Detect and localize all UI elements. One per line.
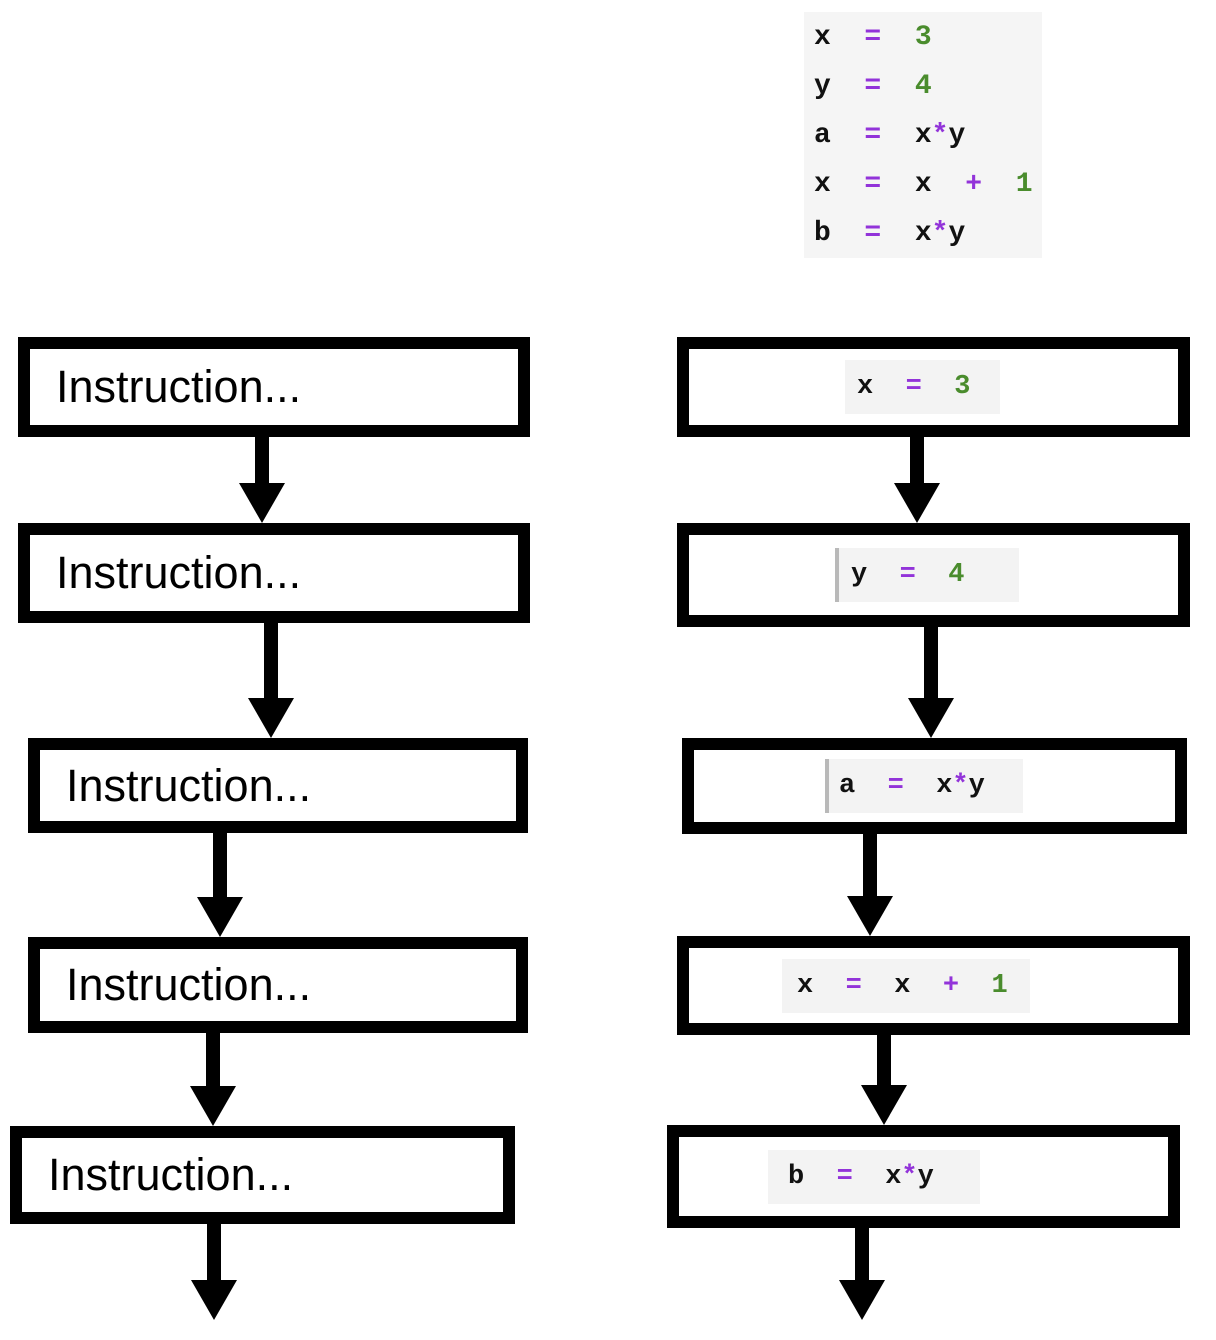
statement-box: x = x + 1	[677, 936, 1190, 1035]
down-arrow	[839, 1228, 885, 1320]
code-line: x = 3	[814, 22, 932, 53]
code-snippet: a = x*y	[825, 759, 1023, 813]
arrow-stem	[206, 1033, 220, 1086]
code-snippet: b = x*y	[768, 1149, 980, 1204]
instruction-label: Instruction...	[66, 959, 312, 1010]
arrow-head-icon	[239, 483, 285, 523]
code-text: y = 4	[851, 560, 965, 590]
arrow-stem	[863, 834, 877, 896]
arrow-stem	[910, 437, 924, 483]
instruction-box: Instruction...	[18, 523, 530, 623]
arrow-head-icon	[190, 1086, 236, 1126]
down-arrow	[847, 834, 893, 936]
arrow-stem	[255, 437, 269, 483]
statement-box: x = 3	[677, 337, 1190, 437]
code-snippet: x = x + 1	[782, 958, 1030, 1013]
code-text: b = x*y	[788, 1161, 934, 1192]
instruction-box: Instruction...	[28, 937, 528, 1033]
arrow-head-icon	[861, 1085, 907, 1125]
arrow-head-icon	[248, 698, 294, 738]
code-text: a = x*y	[839, 771, 985, 801]
down-arrow	[908, 627, 954, 738]
instruction-box: Instruction...	[10, 1126, 515, 1224]
code-text: x = 3	[857, 372, 971, 402]
arrow-stem	[924, 627, 938, 698]
instruction-box: Instruction...	[18, 337, 530, 437]
code-line: y = 4	[814, 71, 932, 102]
arrow-head-icon	[847, 896, 893, 936]
arrow-stem	[264, 623, 278, 698]
down-arrow	[197, 833, 243, 937]
statement-box: b = x*y	[667, 1125, 1180, 1228]
code-snippet: y = 4	[835, 548, 1020, 602]
arrow-head-icon	[908, 698, 954, 738]
instruction-label: Instruction...	[48, 1149, 294, 1200]
instruction-label: Instruction...	[56, 547, 302, 598]
instruction-label: Instruction...	[66, 759, 312, 811]
down-arrow	[861, 1035, 907, 1125]
source-code-panel: x = 3 y = 4 a = x*y x = x + 1 b = x*y	[804, 12, 1042, 258]
code-snippet: x = 3	[845, 360, 1001, 414]
arrow-stem	[207, 1224, 221, 1280]
instruction-label: Instruction...	[56, 361, 302, 412]
code-line: a = x*y	[814, 120, 966, 151]
code-line: x = x + 1	[814, 169, 1033, 200]
arrow-head-icon	[191, 1280, 237, 1320]
text-cursor	[825, 759, 829, 813]
instruction-box: Instruction...	[28, 738, 528, 833]
down-arrow	[894, 437, 940, 523]
arrow-stem	[877, 1035, 891, 1085]
code-text: x = x + 1	[797, 970, 1008, 1001]
down-arrow	[248, 623, 294, 738]
code-line: b = x*y	[814, 218, 966, 249]
arrow-head-icon	[894, 483, 940, 523]
down-arrow	[190, 1033, 236, 1126]
arrow-head-icon	[839, 1280, 885, 1320]
down-arrow	[239, 437, 285, 523]
statement-box: y = 4	[677, 523, 1190, 627]
statement-box: a = x*y	[682, 738, 1187, 834]
down-arrow	[191, 1224, 237, 1320]
arrow-head-icon	[197, 897, 243, 937]
arrow-stem	[855, 1228, 869, 1280]
arrow-stem	[213, 833, 227, 897]
text-cursor	[835, 548, 839, 602]
